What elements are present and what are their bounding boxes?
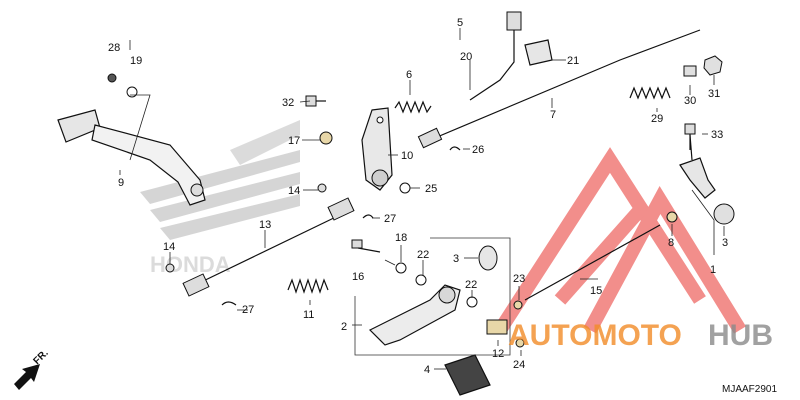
callout-29: 29 [651,113,663,125]
callout-11: 11 [303,309,314,321]
bushing-3 [478,245,498,271]
callout-27-b: 27 [242,304,254,316]
arm-2 [368,284,461,346]
leader-lines [119,28,725,370]
bolt-16 [351,239,381,253]
arrow-icon [14,364,40,390]
spring-29 [629,86,671,100]
pedal-rod [182,197,355,297]
bolt-33 [684,123,696,150]
honda-logo-text: HONDA [150,252,231,277]
rubber-4 [444,354,491,396]
callout-23: 23 [513,273,525,285]
callout-7: 7 [550,109,556,121]
callout-6: 6 [406,69,412,81]
link-rod-15 [524,224,661,301]
callout-22: 22 [417,249,429,261]
callout-3-b: 3 [722,237,728,249]
callout-8: 8 [668,237,674,249]
callout-1: 1 [710,264,716,276]
callout-18: 18 [395,232,407,244]
callout-2: 2 [341,321,347,333]
callout-24: 24 [513,359,525,371]
callout-31: 31 [708,88,720,100]
collar-30 [683,65,697,77]
callout-4: 4 [424,364,430,376]
callout-13: 13 [259,219,271,231]
callout-17: 17 [288,135,300,147]
drawing-code: MJAAF2901 [722,384,777,395]
brake-pedal [57,109,206,206]
front-direction-indicator: FR. [14,348,51,390]
callout-14: 14 [288,185,300,197]
callout-5: 5 [457,17,463,29]
callout-21: 21 [567,55,579,67]
callout-14-b: 14 [163,241,175,253]
brake-switch-cable [417,11,701,149]
callout-30: 30 [684,95,696,107]
cotter-pins [221,146,461,306]
nut-31 [703,55,723,76]
callout-20: 20 [460,51,472,63]
ball-joint-arm [679,134,735,225]
watermark-text: AUTOMOTO HUB [508,319,773,352]
callout-33: 33 [711,129,723,141]
callout-27: 27 [384,213,396,225]
spring-11 [287,278,329,294]
callout-9: 9 [118,177,124,189]
callout-numbers: 1 2 3 3 4 5 6 7 8 9 10 11 12 13 14 14 15… [108,17,728,376]
callout-3: 3 [453,253,459,265]
spring-6 [394,100,432,114]
callout-19: 19 [130,55,142,67]
watermark-brand-primary: AUTOMOTO [508,319,682,352]
watermark-triangles [494,147,746,334]
callout-12: 12 [492,348,504,360]
pivot-plate [361,107,393,191]
washers [107,73,678,348]
callout-28: 28 [108,42,120,54]
callout-26: 26 [472,144,484,156]
callout-15: 15 [590,285,602,297]
honda-wing-logo: HONDA [140,120,300,277]
callout-25: 25 [425,183,437,195]
callout-10: 10 [401,150,413,162]
direction-label: FR. [32,348,51,367]
watermark-brand-secondary: HUB [708,319,773,352]
callout-32: 32 [282,97,294,109]
assembly-bracket [354,237,511,356]
collar-12 [486,319,508,335]
callout-16: 16 [352,271,364,283]
callout-22-b: 22 [465,279,477,291]
